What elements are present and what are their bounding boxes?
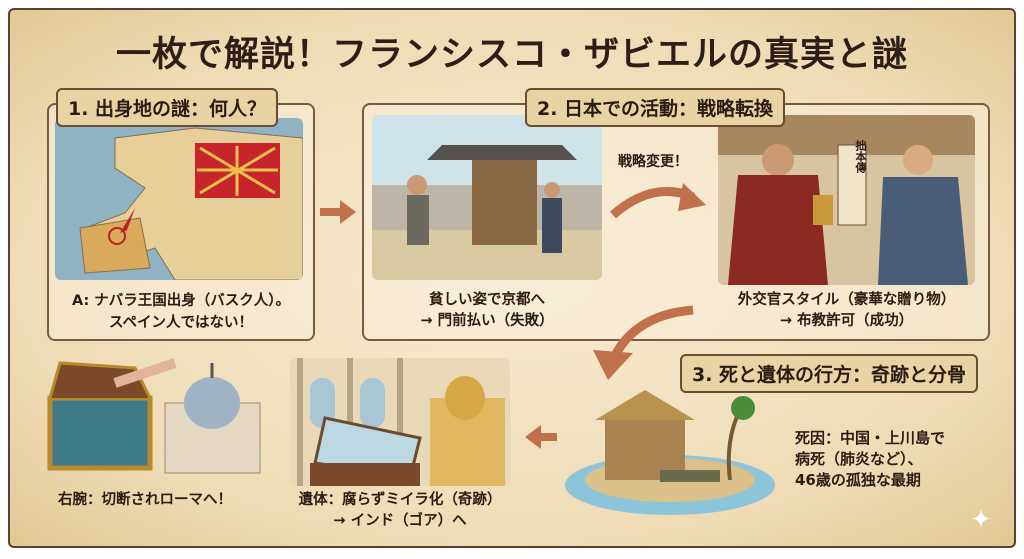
kyoto-caption: 貧しい姿で京都へ → 門前払い（失敗） — [372, 290, 602, 332]
caption-line: 遺体：腐らずミイラ化（奇跡） — [298, 492, 502, 508]
caption-line: 貧しい姿で京都へ — [429, 292, 545, 308]
arm-caption: 右腕：切断されローマへ！ — [58, 492, 232, 508]
arrow-right-icon — [320, 200, 356, 224]
arrow-left-icon — [525, 425, 557, 449]
caption-line: A: ナバラ王国出身（バスク人）。 — [71, 293, 291, 309]
diplomat-gift-image — [718, 115, 975, 285]
caption-line: → インド（ゴア）へ — [333, 513, 467, 529]
death-caption: 死因：中国・上川島で病死（肺炎など）、 46歳の孤独な最期 — [795, 428, 945, 491]
kyoto-gate-image — [372, 115, 602, 280]
caption-line: → 布教許可（成功） — [779, 313, 914, 329]
island-hut-image — [565, 380, 780, 515]
caption-line: 外交官スタイル（豪華な贈り物） — [737, 292, 956, 308]
caption-line: → 門前払い（失敗） — [420, 313, 554, 329]
curved-arrow-icon — [608, 175, 708, 220]
section2-label: 2. 日本での活動：戦略転換 — [525, 88, 786, 127]
section1-caption: A: ナバラ王国出身（バスク人）。スペイン人ではない！ — [47, 290, 315, 334]
europe-map-image — [55, 118, 303, 280]
diplomat-caption: 外交官スタイル（豪華な贈り物） → 布教許可（成功） — [718, 290, 975, 332]
sparkle-icon: ✦ — [970, 505, 992, 535]
goa-relic-image — [290, 358, 510, 486]
strategy-change-note: 戦略変更！ — [618, 154, 688, 170]
caption-line: 死因：中国・上川島で — [795, 429, 946, 447]
section3-label: 3. 死と遺体の行方：奇跡と分骨 — [680, 354, 979, 393]
caption-line: 病死（肺炎など）、 — [795, 450, 923, 468]
caption-line: スペイン人ではない！ — [109, 315, 253, 331]
body-caption: 遺体：腐らずミイラ化（奇跡） → インド（ゴア）へ — [285, 490, 515, 532]
section1-label: 1. 出身地の謎：何人？ — [56, 88, 279, 127]
page-title: 一枚で解説！フランシスコ・ザビエルの真実と謎 — [115, 35, 908, 75]
scroll-text: 拙本傳 — [854, 140, 867, 173]
arm-reliquary-rome-image — [40, 358, 265, 483]
caption-line: 46歳の孤独な最期 — [795, 471, 921, 489]
curved-arrow-down-icon — [588, 305, 698, 380]
